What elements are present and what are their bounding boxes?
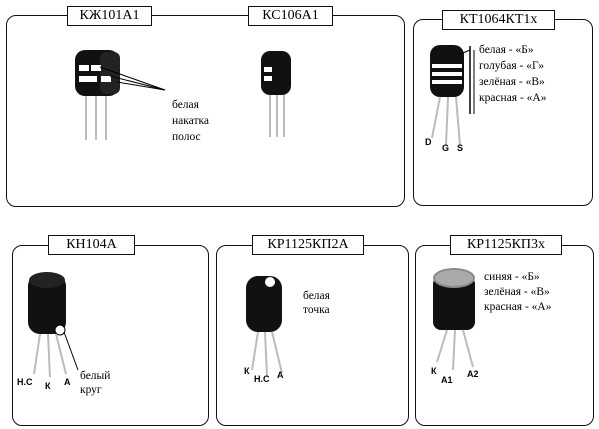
legend-blue-g: голубая - «Г»	[479, 60, 545, 72]
note-white-circle-line1: белый	[80, 370, 111, 382]
pin-label-g: G	[442, 143, 450, 153]
legend-blue-b: синяя - «Б»	[484, 271, 540, 283]
transistor-kzh101a1-image	[75, 50, 166, 140]
pin-label-k: К	[431, 366, 437, 376]
pin-label-nc: Н.С	[254, 374, 270, 384]
note-white-stripes-line1: белая	[172, 99, 199, 111]
note-white-stripes-line3: полос	[172, 131, 201, 143]
title-kr1125kp3x: КР1125КП3х	[450, 235, 562, 255]
transistor-kt1064kt1x-image	[430, 45, 471, 146]
panel-kzh101a1-ks106a1	[6, 15, 405, 207]
legend-red-a: красная - «А»	[479, 92, 547, 104]
transistor-kr1125kp2a-image	[246, 276, 283, 377]
pin-label-a: А	[64, 377, 71, 387]
title-kr1125kp2a: КР1125КП2А	[252, 235, 364, 255]
transistor-kn104a-image	[28, 272, 79, 378]
pin-label-s: S	[457, 143, 464, 153]
note-white-dot-line2: точка	[303, 304, 330, 316]
title-ks106a1: КС106А1	[248, 6, 333, 26]
pin-label-nc: Н.С	[17, 377, 33, 387]
legend-red-a: красная - «А»	[484, 301, 552, 313]
note-white-dot-line1: белая	[303, 290, 330, 302]
pin-label-k: К	[45, 381, 51, 391]
pin-label-d: D	[425, 137, 432, 147]
transistor-ks106a1-image	[261, 51, 291, 137]
title-kn104a: КН104А	[48, 235, 135, 255]
title-kt1064kt1x: КТ1064КТ1х	[442, 10, 555, 30]
legend-green-v: зелёная - «В»	[479, 76, 545, 88]
pin-label-a2: А2	[467, 369, 479, 379]
note-white-circle-line2: круг	[80, 384, 102, 396]
note-white-stripes-line2: накатка	[172, 115, 210, 127]
pin-label-a: А	[277, 370, 284, 380]
transistor-kr1125kp3x-image	[433, 268, 475, 371]
title-kzh101a1: КЖ101А1	[67, 6, 152, 26]
legend-white-b: белая - «Б»	[479, 44, 534, 56]
pin-label-a1: А1	[441, 375, 453, 385]
legend-bracket	[469, 46, 475, 114]
pin-label-k: К	[244, 366, 250, 376]
legend-green-v: зелёная - «В»	[484, 286, 550, 298]
